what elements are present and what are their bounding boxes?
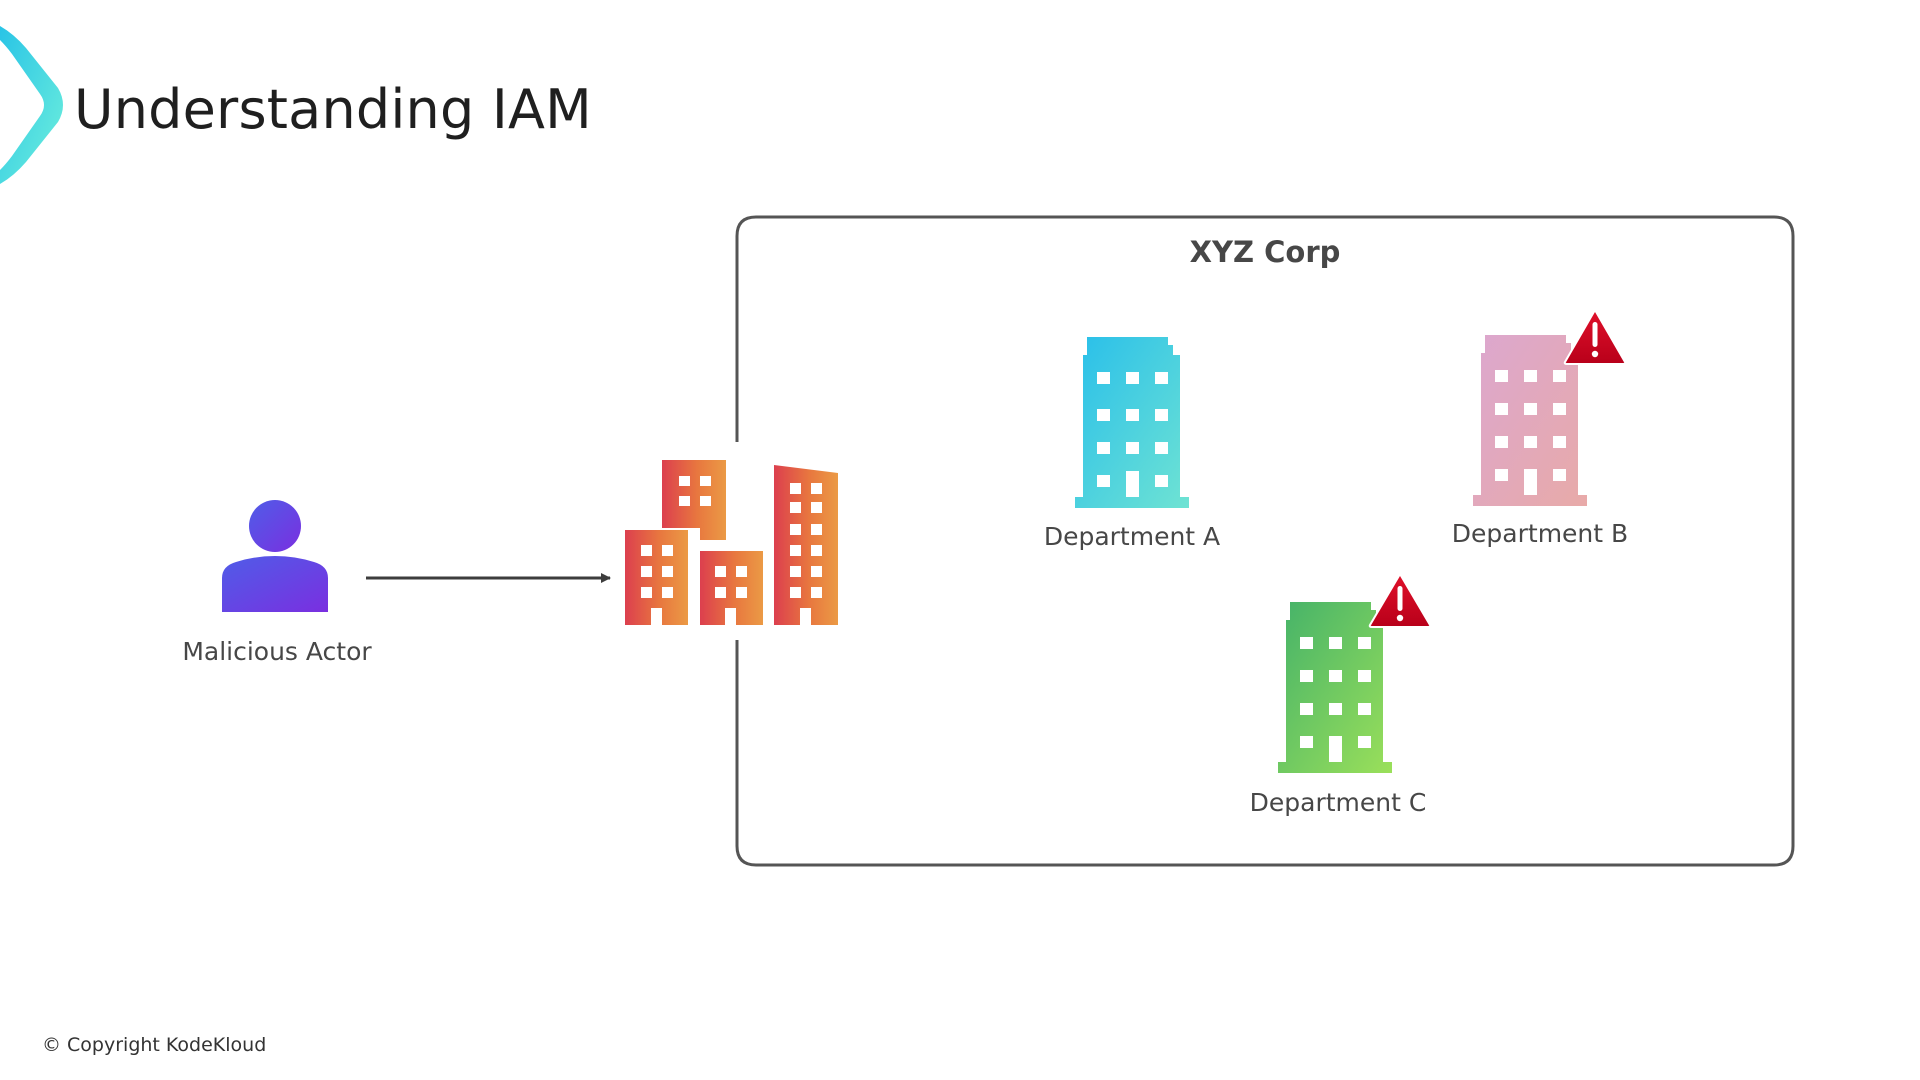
- warning-triangle-icon: [1563, 307, 1627, 365]
- xyz-corp-boundary: [735, 215, 1795, 867]
- warning-triangle-icon: [1368, 572, 1432, 628]
- slide-title: Understanding IAM: [74, 78, 592, 141]
- building-windows: [1097, 372, 1168, 497]
- organization-label: XYZ Corp: [1190, 235, 1341, 269]
- department-a-label: Department A: [1044, 522, 1220, 551]
- user-icon: [222, 500, 328, 612]
- city-buildings-windows: [641, 476, 822, 625]
- building-windows: [1495, 370, 1566, 495]
- building-windows: [1300, 637, 1371, 762]
- department-b-label: Department B: [1452, 519, 1628, 548]
- department-c: Department C: [1250, 572, 1432, 817]
- copyright-notice: © Copyright KodeKloud: [42, 1034, 267, 1056]
- department-c-label: Department C: [1250, 788, 1427, 817]
- department-b: Department B: [1452, 307, 1628, 548]
- department-a: Department A: [1044, 337, 1220, 551]
- kodekloud-logo-icon: [0, 26, 63, 184]
- city-buildings-icon: [625, 460, 838, 625]
- actor-label: Malicious Actor: [182, 637, 372, 666]
